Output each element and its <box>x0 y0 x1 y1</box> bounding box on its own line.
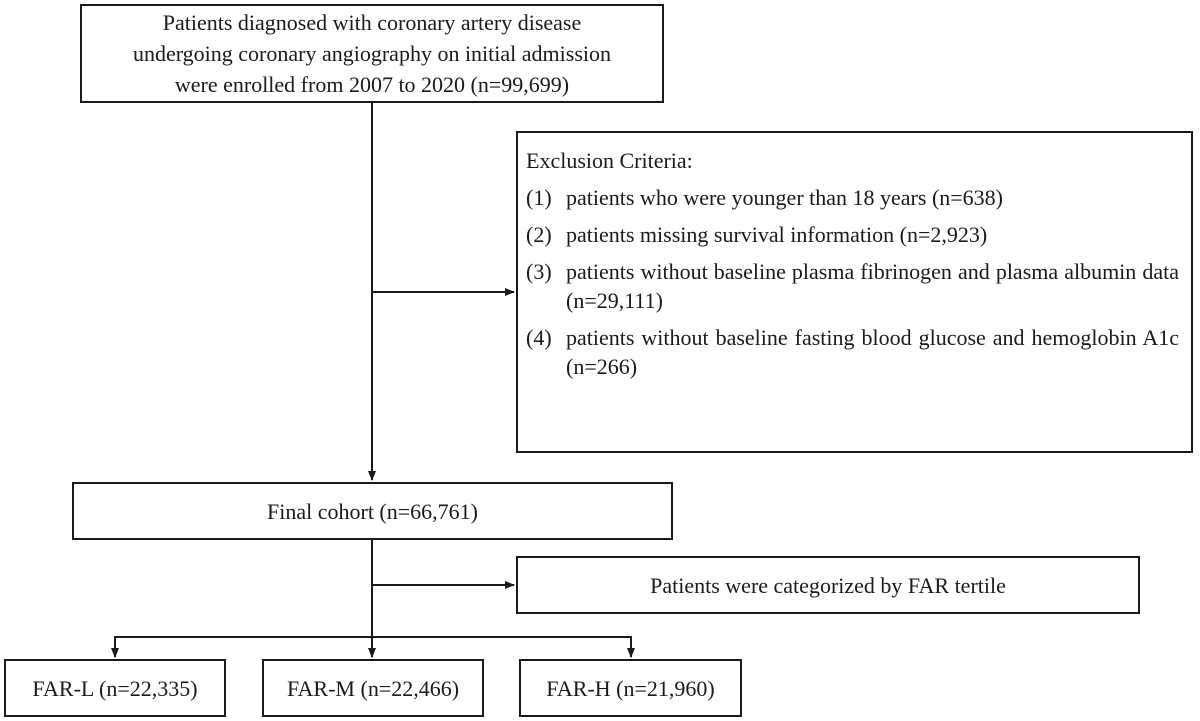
categorization-label: Patients were categorized by FAR tertile <box>650 572 1006 598</box>
exclusion-item-number: (1) <box>526 185 552 210</box>
exclusion-item-text: patients without baseline fasting blood … <box>566 325 1179 379</box>
group-box-far-m: FAR-M (n=22,466) <box>262 659 484 717</box>
exclusion-item-number: (2) <box>526 222 552 247</box>
exclusion-item-number: (4) <box>526 325 552 350</box>
enrollment-line-3: were enrolled from 2007 to 2020 (n=99,69… <box>174 72 570 97</box>
final-cohort-box: Final cohort (n=66,761) <box>72 482 673 540</box>
group-box-far-h: FAR-H (n=21,960) <box>519 659 742 717</box>
exclusion-item-text: patients who were younger than 18 years … <box>566 185 1004 210</box>
exclusion-criteria-box: Exclusion Criteria: (1) patients who wer… <box>516 131 1193 453</box>
enrollment-line-2: undergoing coronary angiography on initi… <box>132 41 611 66</box>
exclusion-heading: Exclusion Criteria: <box>526 148 693 173</box>
exclusion-item: (2) patients missing survival informatio… <box>526 220 1179 249</box>
exclusion-item: (3) patients without baseline plasma fib… <box>526 257 1179 315</box>
group-box-far-l: FAR-L (n=22,335) <box>4 659 226 717</box>
enrollment-box: Patients diagnosed with coronary artery … <box>80 4 664 103</box>
group-label: FAR-M (n=22,466) <box>286 675 460 701</box>
exclusion-item: (4) patients without baseline fasting bl… <box>526 323 1179 381</box>
enrollment-line-1: Patients diagnosed with coronary artery … <box>162 10 582 35</box>
final-cohort-label: Final cohort (n=66,761) <box>267 498 478 524</box>
exclusion-item: (1) patients who were younger than 18 ye… <box>526 183 1179 212</box>
categorization-box: Patients were categorized by FAR tertile <box>516 556 1140 614</box>
group-label: FAR-L (n=22,335) <box>32 675 198 701</box>
group-label: FAR-H (n=21,960) <box>546 675 715 701</box>
exclusion-item-text: patients missing survival information (n… <box>566 222 988 247</box>
exclusion-item-text: patients without baseline plasma fibrino… <box>566 259 1179 313</box>
exclusion-item-number: (3) <box>526 259 552 284</box>
